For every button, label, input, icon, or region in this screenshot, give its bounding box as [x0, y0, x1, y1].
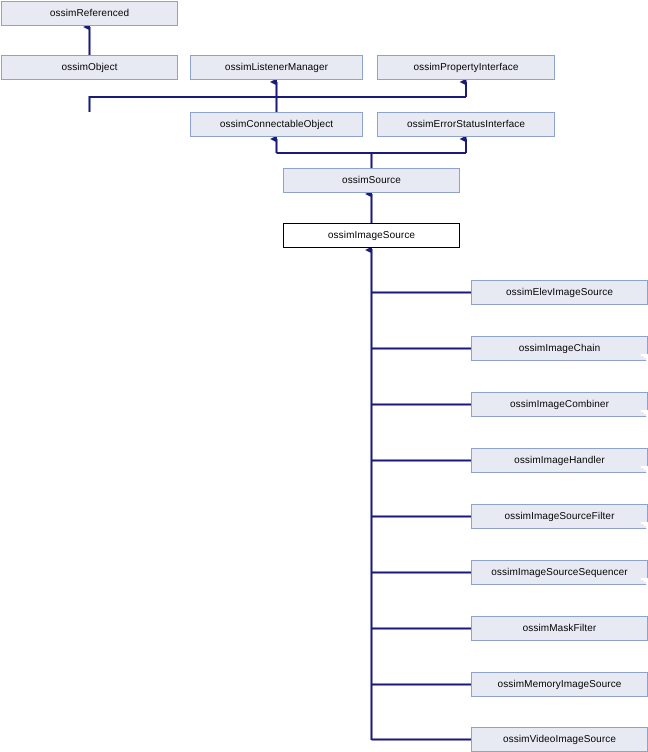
class-node-ossimMemoryImageSource[interactable]: ossimMemoryImageSource [471, 672, 648, 697]
class-node-label: ossimImageChain [518, 343, 601, 354]
edge-ossimConnectableObject-to-ossimObject [88, 78, 278, 112]
class-node-label: ossimErrorStatusInterface [406, 119, 526, 130]
class-node-label: ossimImageHandler [514, 455, 605, 466]
class-node-label: ossimImageSourceFilter [504, 511, 615, 522]
class-node-label: ossimMemoryImageSource [497, 679, 622, 690]
class-node-ossimImageSourceSequencer[interactable]: ossimImageSourceSequencer [471, 560, 648, 585]
class-node-ossimImageSourceFilter[interactable]: ossimImageSourceFilter [471, 504, 648, 529]
class-node-label: ossimObject [61, 62, 118, 73]
class-node-ossimPropertyInterface[interactable]: ossimPropertyInterface [377, 55, 555, 80]
class-node-label: ossimImageSource [327, 230, 416, 241]
class-node-ossimErrorStatusInterface[interactable]: ossimErrorStatusInterface [377, 112, 555, 137]
class-node-ossimConnectableObject[interactable]: ossimConnectableObject [190, 112, 363, 137]
class-node-ossimReferenced[interactable]: ossimReferenced [1, 1, 178, 26]
class-node-ossimImageSource[interactable]: ossimImageSource [283, 223, 460, 248]
class-node-label: ossimImageCombiner [509, 399, 610, 410]
class-node-ossimImageHandler[interactable]: ossimImageHandler [471, 448, 648, 473]
class-node-label: ossimSource [342, 175, 401, 186]
class-node-ossimObject[interactable]: ossimObject [1, 55, 178, 80]
class-node-ossimSource[interactable]: ossimSource [283, 168, 460, 193]
class-node-label: ossimConnectableObject [219, 119, 334, 130]
class-node-ossimElevImageSource[interactable]: ossimElevImageSource [471, 280, 648, 305]
class-node-ossimListenerManager[interactable]: ossimListenerManager [190, 55, 363, 80]
class-node-label: ossimReferenced [49, 8, 130, 19]
class-node-label: ossimImageSourceSequencer [491, 567, 628, 578]
class-node-ossimImageCombiner[interactable]: ossimImageCombiner [471, 392, 648, 417]
class-node-label: ossimElevImageSource [505, 287, 614, 298]
class-node-label: ossimMaskFilter [522, 623, 597, 634]
class-node-ossimImageChain[interactable]: ossimImageChain [471, 336, 648, 361]
class-node-label: ossimListenerManager [224, 62, 329, 73]
class-node-ossimMaskFilter[interactable]: ossimMaskFilter [471, 616, 648, 641]
class-node-label: ossimVideoImageSource [502, 734, 617, 745]
class-node-label: ossimPropertyInterface [413, 62, 519, 73]
class-node-ossimVideoImageSource[interactable]: ossimVideoImageSource [471, 727, 648, 752]
